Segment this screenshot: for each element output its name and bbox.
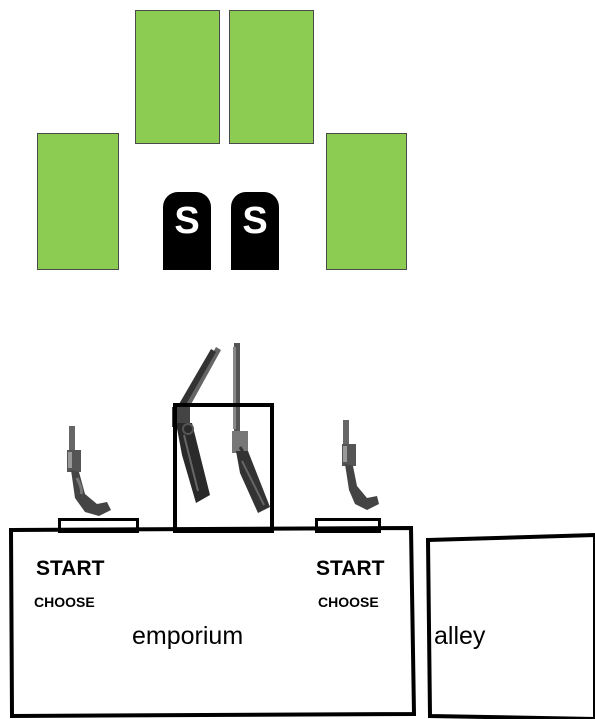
stone-left: S — [163, 192, 211, 270]
rifle-icon — [232, 343, 270, 513]
target-side-left — [37, 133, 119, 270]
shotgun-icon — [172, 347, 221, 503]
choose-label-left: CHOOSE — [34, 594, 95, 610]
target-top-left — [135, 10, 220, 144]
gun-rack-box — [173, 403, 274, 533]
choose-label-right: CHOOSE — [318, 594, 379, 610]
stone-right: S — [231, 192, 279, 270]
target-side-right — [326, 133, 407, 270]
revolver-icon — [342, 420, 379, 510]
target-top-right — [229, 10, 314, 144]
start-label-left: START — [36, 557, 105, 580]
revolver-icon — [67, 426, 111, 516]
room-emporium-label: emporium — [132, 622, 244, 650]
pedestal-right — [315, 518, 381, 533]
room-alley-label: alley — [434, 622, 486, 650]
start-label-right: START — [316, 557, 385, 580]
